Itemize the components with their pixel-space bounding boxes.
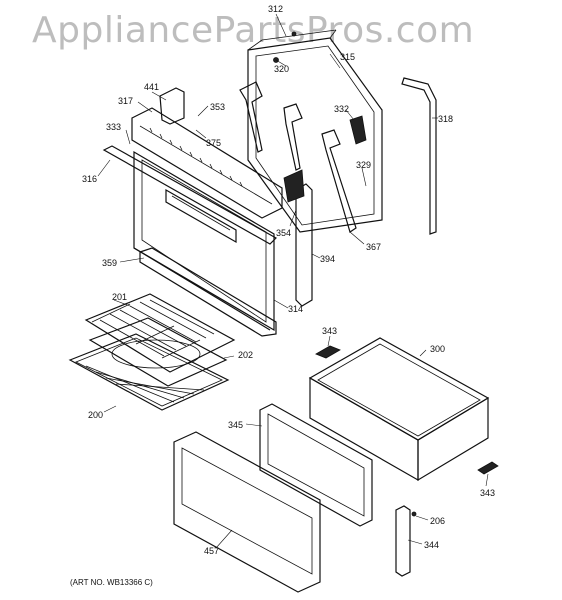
callout-312: 312	[268, 4, 283, 14]
broiler-grid-202	[88, 317, 228, 387]
callout-457: 457	[204, 546, 219, 556]
drawer-slides	[315, 345, 499, 577]
hinges	[239, 31, 357, 233]
callout-318: 318	[438, 114, 453, 124]
callout-359: 359	[102, 258, 117, 268]
callout-332: 332	[334, 104, 349, 114]
callout-317: 317	[118, 96, 133, 106]
callout-344: 344	[424, 540, 439, 550]
callout-354: 354	[276, 228, 291, 238]
drawer-body-300	[308, 337, 490, 482]
callout-343b: 343	[480, 488, 495, 498]
callout-314: 314	[288, 304, 303, 314]
oven-frame-315	[247, 29, 383, 233]
watermark-text: AppliancePartsPros.com	[32, 10, 475, 51]
oven-door-314	[133, 150, 275, 332]
drawer-front-457	[173, 431, 321, 593]
callout-200: 200	[88, 410, 103, 420]
callout-202: 202	[238, 350, 253, 360]
drawer-panel-345	[259, 403, 373, 527]
callout-315: 315	[340, 52, 355, 62]
callout-206: 206	[430, 516, 445, 526]
callout-333: 333	[106, 122, 121, 132]
door-top-trim-317	[131, 107, 283, 219]
callout-353: 353	[210, 102, 225, 112]
callouts: 312 315 320 318 441 317 353 375 333 332 …	[82, 4, 495, 556]
callout-343: 343	[322, 326, 337, 336]
callout-201: 201	[112, 292, 127, 302]
art-number: (ART NO. WB13366 C)	[70, 578, 153, 587]
callout-320: 320	[274, 64, 289, 74]
callout-329: 329	[356, 160, 371, 170]
side-post-394	[283, 169, 313, 307]
trim-strip-318	[401, 77, 437, 235]
door-bottom-strip-359	[139, 247, 277, 337]
oven-rack-200	[68, 333, 230, 411]
leader-lines	[97, 13, 489, 549]
callout-316: 316	[82, 174, 97, 184]
callout-300: 300	[430, 344, 445, 354]
callout-441: 441	[144, 82, 159, 92]
callout-394: 394	[320, 254, 335, 264]
callout-367: 367	[366, 242, 381, 252]
bracket-441	[159, 87, 185, 125]
bracket-332	[349, 115, 367, 145]
door-handle-316	[102, 145, 277, 245]
callout-375: 375	[206, 138, 221, 148]
callout-345: 345	[228, 420, 243, 430]
